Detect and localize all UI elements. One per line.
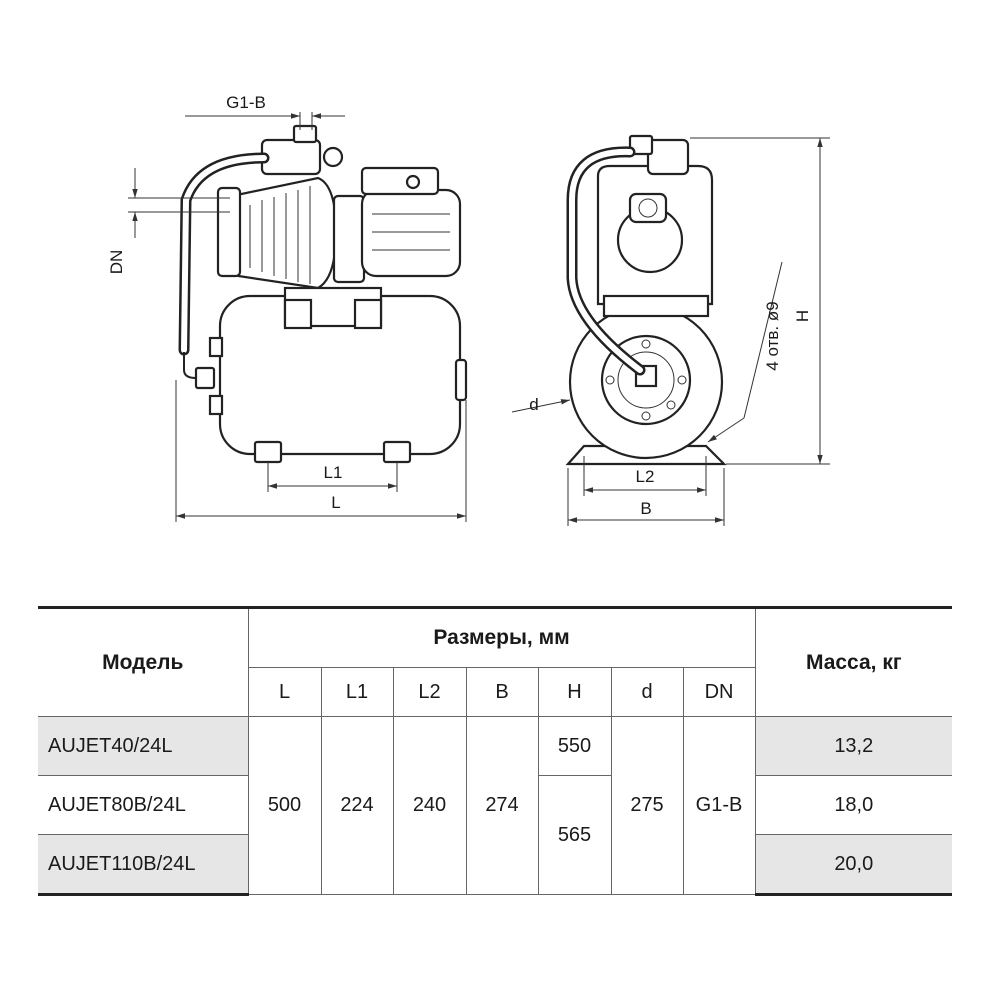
pump-collar [216, 186, 242, 278]
value-l1: 224 [320, 716, 394, 895]
model-name: AUJET110B/24L [38, 834, 249, 896]
column-header-d: d [610, 667, 684, 717]
value-d: 275 [610, 716, 684, 895]
value-h: 565 [537, 775, 612, 895]
table-row: AUJET80B/24L 565 18,0 [38, 775, 953, 895]
pressure-switch [260, 138, 322, 176]
column-header-h: H [537, 667, 612, 717]
front-pressure-switch [646, 138, 690, 176]
label-holes: 4 отв. ø9 [763, 301, 782, 370]
flange-bolt-icon [641, 339, 651, 349]
label-d: d [529, 395, 538, 414]
tank-fitting-lower [208, 394, 224, 416]
dimensions-header: Размеры, мм [247, 606, 756, 668]
terminal-screw-icon [405, 174, 421, 190]
value-dn: G1-B [682, 716, 756, 895]
column-header-l2: L2 [392, 667, 467, 717]
front-view: L2 B d 4 отв. ø9 H [511, 134, 830, 526]
pump-ribs [249, 186, 311, 284]
bracket-foot-left [283, 298, 313, 330]
column-header-l: L [247, 667, 322, 717]
column-header-l1: L1 [320, 667, 394, 717]
pressure-switch-knob-icon [322, 146, 344, 168]
front-switch-port [628, 134, 654, 156]
tank-fitting-upper [208, 336, 224, 358]
column-header-dn: DN [682, 667, 756, 717]
motor-fins [372, 213, 450, 251]
value-h: 550 [537, 716, 612, 776]
tank-foot-left [253, 440, 283, 464]
mass-value: 20,0 [754, 834, 953, 896]
flange-bolt-icon [605, 375, 615, 385]
model-name: AUJET40/24L [38, 716, 249, 776]
label-g1b: G1-B [226, 93, 266, 112]
side-view: G1-B DN L1 L [107, 93, 468, 522]
table-row: AUJET40/24L 500 224 240 274 550 275 G1-B… [38, 716, 953, 895]
pump-front-outlet [628, 192, 668, 224]
mass-header: Масса, кг [754, 606, 953, 717]
pump-body [225, 176, 338, 290]
hose-fitting [194, 366, 216, 390]
model-header: Модель [38, 606, 249, 717]
mass-value: 18,0 [754, 775, 953, 835]
value-l: 500 [247, 716, 322, 895]
tank-foot-right [382, 440, 412, 464]
label-l: L [331, 493, 340, 512]
tank-cap-right [454, 358, 468, 402]
pump-front-base [602, 294, 710, 318]
pump-coupling [332, 194, 366, 284]
table-row: AUJET110B/24L 20,0 [38, 834, 953, 896]
label-h: H [793, 310, 812, 322]
value-l2: 240 [392, 716, 467, 895]
motor-terminal-box [360, 166, 440, 196]
label-l1: L1 [324, 463, 343, 482]
label-dn: DN [107, 250, 126, 275]
bracket-foot-right [353, 298, 383, 330]
flange-bolt-icon [677, 375, 687, 385]
model-name: AUJET80B/24L [38, 775, 249, 835]
flange-bolt-icon [666, 400, 676, 410]
motor-body [360, 188, 462, 278]
value-b: 274 [465, 716, 539, 895]
mass-value: 13,2 [754, 716, 953, 776]
flange-bolt-icon [641, 411, 651, 421]
pressure-switch-port [292, 124, 318, 144]
technical-drawing: G1-B DN L1 L [107, 93, 830, 526]
column-header-b: B [465, 667, 539, 717]
label-l2: L2 [636, 467, 655, 486]
label-b: B [640, 499, 651, 518]
specifications-table: Модель Размеры, мм Масса, кг L L1 L2 B H… [38, 606, 953, 896]
